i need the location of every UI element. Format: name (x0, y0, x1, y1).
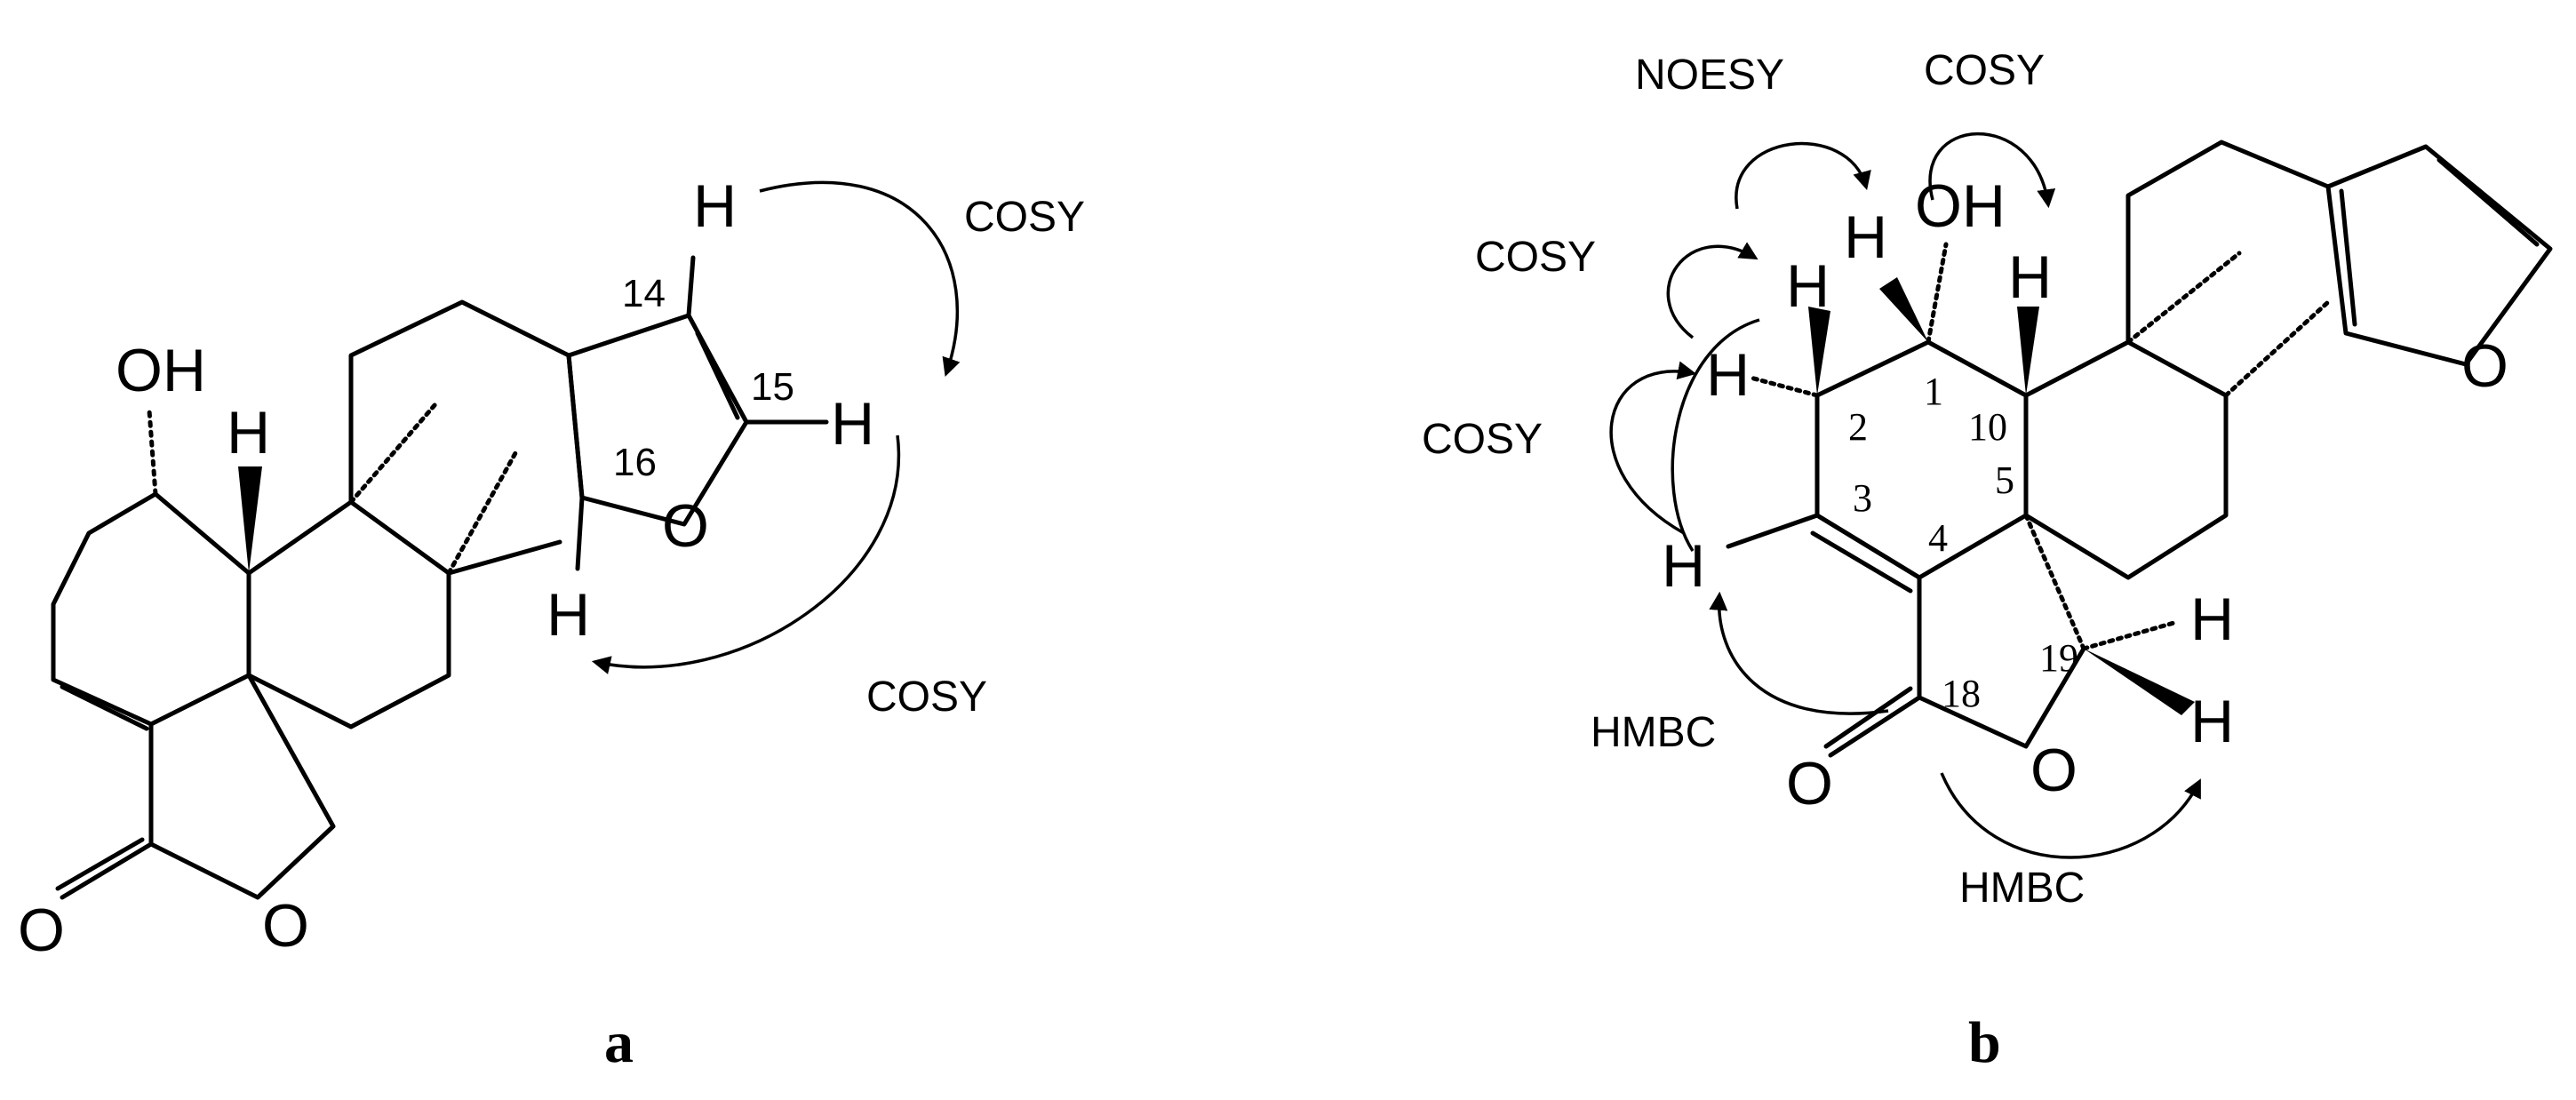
atom-number-3: 3 (1853, 476, 1872, 520)
h1-label: H (1844, 203, 1887, 271)
cosy-label: COSY (1475, 234, 1596, 281)
cosy-arrow (1928, 132, 2056, 209)
cosy-label: COSY (1422, 416, 1543, 463)
cosy-arrow (759, 180, 961, 377)
lactone-o-label: O (2030, 737, 2078, 804)
hmbc-label: HMBC (1591, 709, 1716, 756)
h15-label: H (831, 390, 874, 458)
panel-label-a: a (604, 1010, 634, 1075)
cosy-arrow (1666, 242, 1759, 339)
cosy-arrow (1671, 318, 1760, 552)
panel-label-b: b (1968, 1010, 2001, 1075)
cosy-label: COSY (866, 674, 987, 721)
structure-a: OH H H H H O O O 14 15 16 COSY COSY a (18, 172, 1085, 1075)
h10-label: H (2008, 243, 2052, 311)
atom-number-14: 14 (622, 272, 666, 315)
h2-label: H (1786, 252, 1830, 320)
noesy-label: NOESY (1635, 52, 1784, 99)
atom-number-1: 1 (1924, 370, 1943, 413)
cosy-arrow (1609, 361, 1697, 535)
cosy-arrow (591, 434, 901, 674)
atom-number-4: 4 (1928, 516, 1948, 560)
atom-number-2: 2 (1848, 405, 1868, 449)
atom-number-15: 15 (751, 365, 794, 409)
h19-label: H (2190, 586, 2234, 653)
atom-number-18: 18 (1942, 672, 1981, 715)
carbonyl-o-label: O (1786, 750, 1833, 817)
h-label: H (227, 399, 270, 466)
hmbc-arrow (1940, 772, 2201, 859)
lactone-o-label: O (262, 892, 309, 960)
cosy-label: COSY (1924, 47, 2045, 94)
furan-o-label: O (2461, 332, 2508, 400)
hmbc-label: HMBC (1959, 865, 2085, 912)
h16-label: H (546, 581, 590, 649)
atom-number-10: 10 (1968, 405, 2007, 449)
atom-number-5: 5 (1995, 458, 2014, 502)
hashed-bond (147, 408, 158, 497)
noesy-arrow (1735, 141, 1871, 210)
h3-label: H (1662, 532, 1705, 600)
atom-number-19: 19 (2039, 636, 2078, 680)
structure-b: OH H H H H H H H O O O 1 2 3 4 5 10 18 1… (1422, 47, 2553, 1075)
h14-label: H (693, 172, 737, 240)
h19-label: H (2190, 688, 2234, 755)
cosy-label: COSY (964, 194, 1085, 241)
carbonyl-o-label: O (18, 897, 65, 964)
hmbc-arrow (1709, 591, 1889, 715)
h2-label: H (1706, 341, 1750, 409)
atom-number-16: 16 (613, 441, 657, 484)
furan-o-label: O (662, 492, 709, 560)
oh-label: OH (116, 337, 206, 404)
